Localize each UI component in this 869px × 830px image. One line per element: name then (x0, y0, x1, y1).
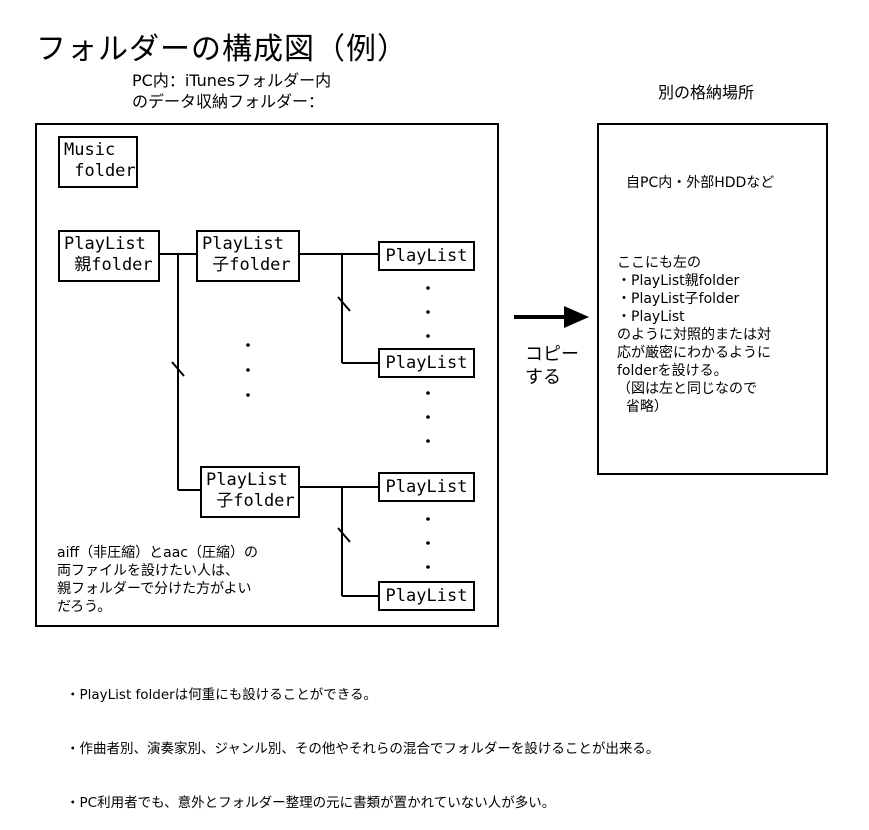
bullet-item: ・作曲者別、演奏家別、ジャンル別、その他やそれらの混合でフォルダーを設けることが… (66, 741, 660, 757)
bullet-item: ・PlayList folderは何重にも設けることができる。 (66, 687, 377, 703)
diagram-title: フォルダーの構成図（例） (36, 32, 408, 67)
playlist-parent-folder-box: PlayList 親folder (58, 230, 160, 282)
copy-label: コピー する (525, 344, 579, 388)
aiff-aac-note: aiff（非圧縮）とaac（圧縮）の 両ファイルを設けたい人は、 親フォルダーで… (57, 545, 258, 615)
copy-arrow (514, 306, 589, 328)
external-instructions-text: ここにも左の ・PlayList親folder ・PlayList子folder… (617, 255, 771, 415)
left-panel-caption: PC内：iTunesフォルダー内 のデータ収納フォルダー： (132, 71, 332, 111)
connector-lines (159, 253, 589, 597)
bullet-notes: ・PlayList folderは何重にも設けることができる。 ・作曲者別、演奏… (66, 650, 659, 830)
playlist-child-folder-box: PlayList 子folder (196, 230, 300, 282)
playlist-box: PlayList (378, 348, 475, 378)
external-storage-panel (597, 123, 828, 475)
music-folder-box: Music folder (58, 136, 138, 188)
bullet-item: ・PC利用者でも、意外とフォルダー整理の元に書類が置かれていない人が多い。 (66, 795, 556, 811)
external-location-text: 自PC内・外部HDDなど (626, 175, 775, 191)
playlist-box: PlayList (378, 472, 475, 502)
right-panel-caption: 別の格納場所 (658, 83, 755, 102)
playlist-child-folder-box: PlayList 子folder (200, 466, 300, 518)
playlist-box: PlayList (378, 581, 475, 611)
playlist-box: PlayList (378, 241, 475, 271)
